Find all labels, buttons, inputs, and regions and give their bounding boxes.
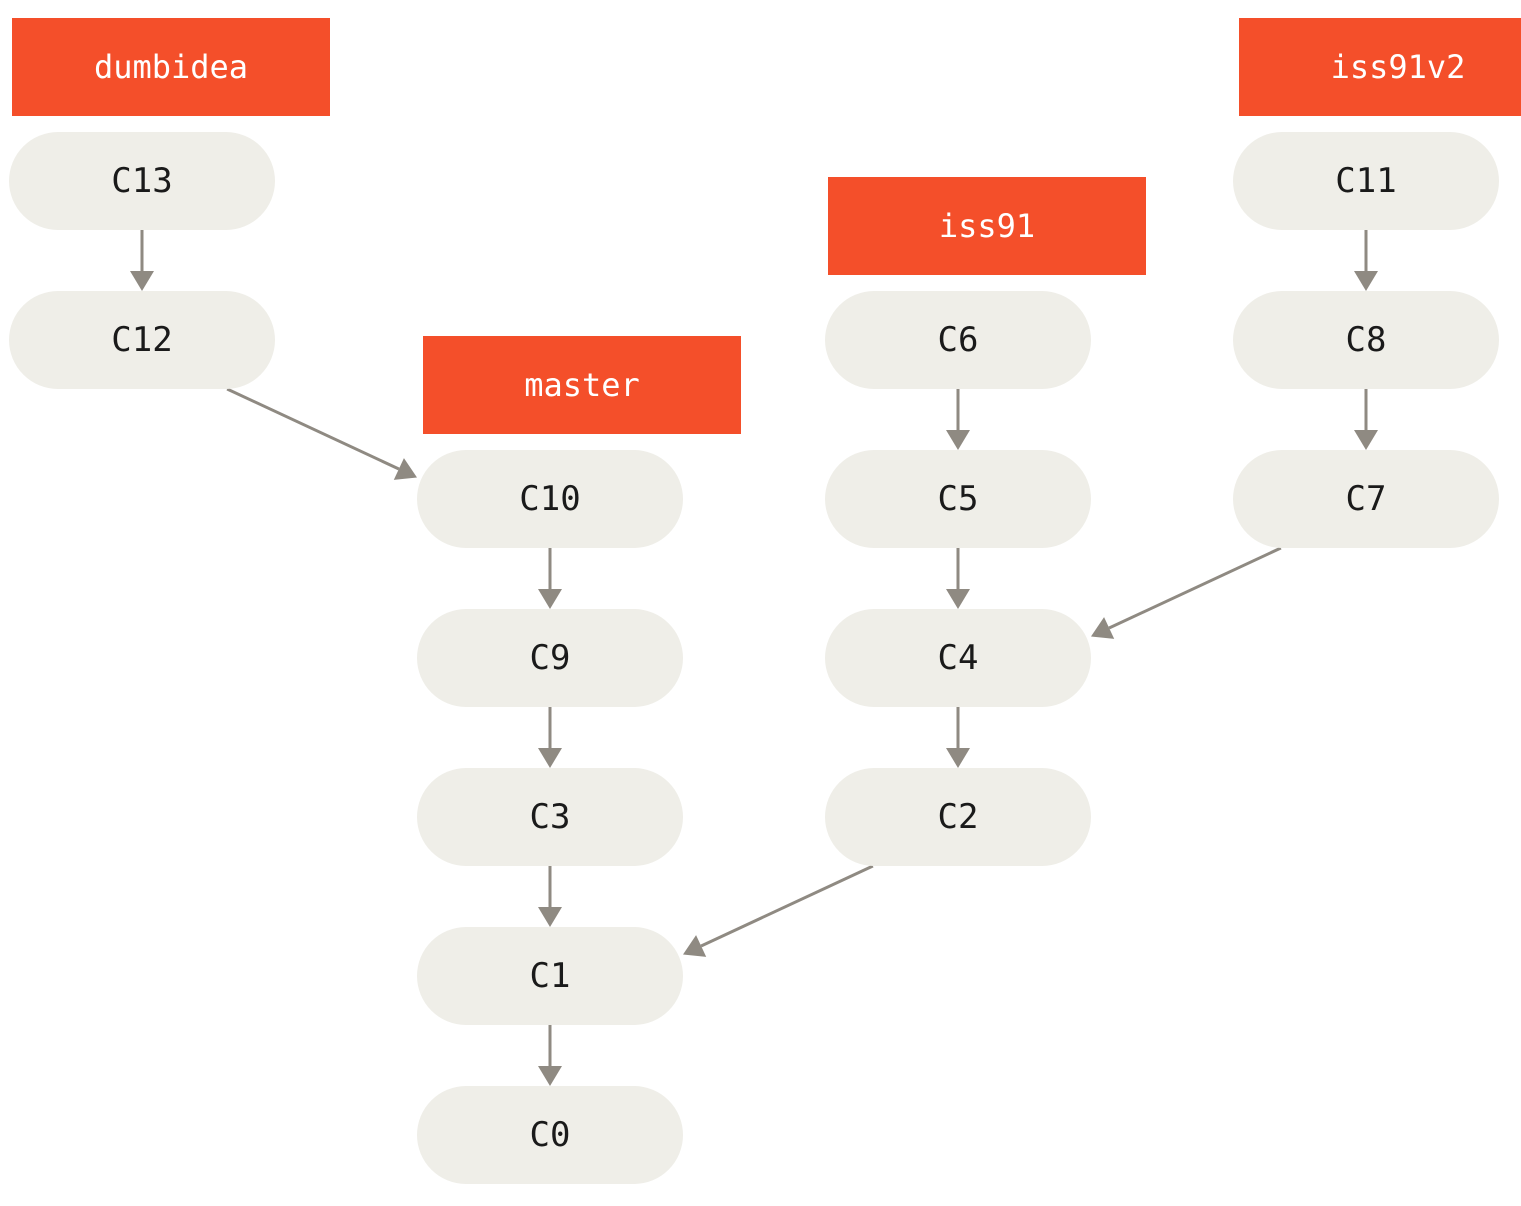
commit-c2: C2 xyxy=(825,768,1091,866)
arrowhead-c5-c4 xyxy=(946,589,970,609)
commit-c5: C5 xyxy=(825,450,1091,548)
commit-c10: C10 xyxy=(417,450,683,548)
commit-c8: C8 xyxy=(1233,291,1499,389)
branch-label-iss91v2: iss91v2 xyxy=(1239,18,1521,116)
branch-label-dumbidea: dumbidea xyxy=(12,18,330,116)
arrowhead-c13-c12 xyxy=(130,271,154,291)
commit-c3: C3 xyxy=(417,768,683,866)
arrowhead-c2-c1 xyxy=(683,935,707,957)
commit-c7: C7 xyxy=(1233,450,1499,548)
arrowhead-c8-c7 xyxy=(1354,430,1378,450)
branch-label-master: master xyxy=(423,336,741,434)
arrowhead-c7-c4 xyxy=(1091,617,1115,639)
commit-c1: C1 xyxy=(417,927,683,1025)
parent-link-c7-c4 xyxy=(1108,546,1282,630)
arrowhead-c10-c9 xyxy=(538,589,562,609)
arrowhead-c11-c8 xyxy=(1354,271,1378,291)
commit-c4: C4 xyxy=(825,609,1091,707)
commit-c11: C11 xyxy=(1233,132,1499,230)
arrowhead-c12-c10 xyxy=(393,458,417,480)
parent-link-c2-c1 xyxy=(700,864,874,948)
commit-c0: C0 xyxy=(417,1086,683,1184)
commit-c6: C6 xyxy=(825,291,1091,389)
arrowhead-c3-c1 xyxy=(538,907,562,927)
commit-c12: C12 xyxy=(9,291,275,389)
parent-link-c12-c10 xyxy=(226,387,400,471)
arrowhead-c1-c0 xyxy=(538,1066,562,1086)
arrowhead-c6-c5 xyxy=(946,430,970,450)
arrowhead-c9-c3 xyxy=(538,748,562,768)
branch-label-iss91: iss91 xyxy=(828,177,1146,275)
arrowhead-c4-c2 xyxy=(946,748,970,768)
commit-c13: C13 xyxy=(9,132,275,230)
commit-c9: C9 xyxy=(417,609,683,707)
